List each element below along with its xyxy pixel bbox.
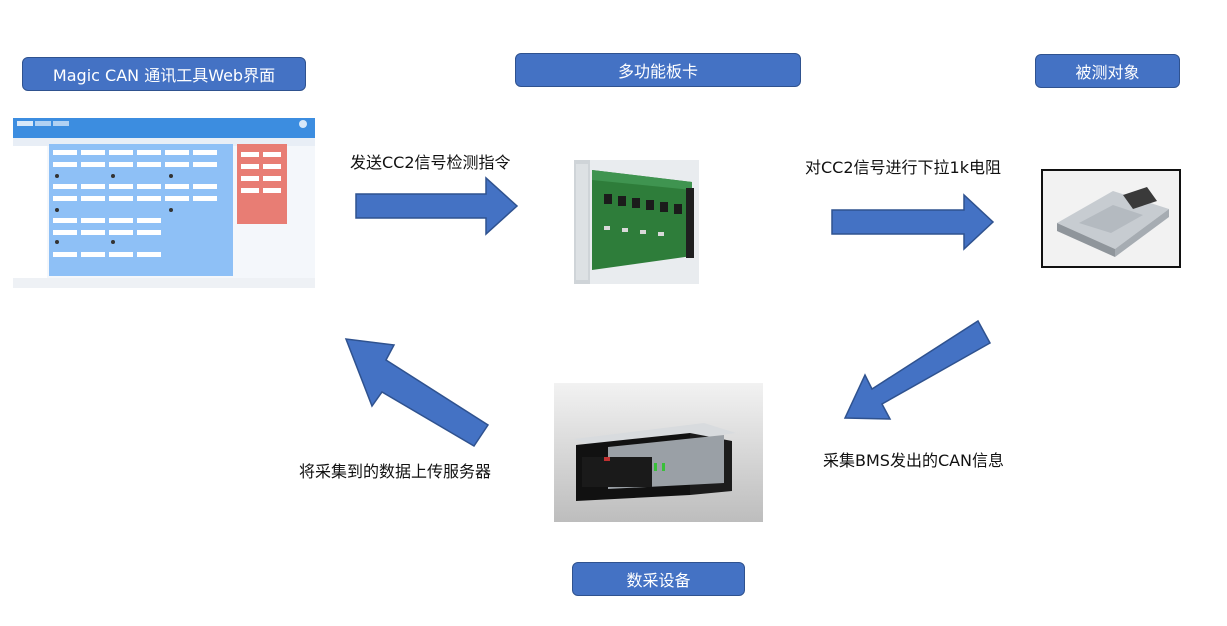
collect-can-caption: 采集BMS发出的CAN信息 — [823, 451, 1005, 470]
web-ui-screenshot — [13, 118, 315, 288]
pulldown-caption: 对CC2信号进行下拉1k电阻 — [805, 158, 1001, 177]
dut-label: 被测对象 — [1035, 54, 1180, 88]
arrow-up-left-upload-icon — [344, 338, 490, 448]
dut-module-image — [1041, 169, 1181, 268]
arrow-right-pulldown-icon — [831, 193, 995, 251]
arrow-down-left-collect-icon — [843, 319, 992, 420]
arrow-right-send-icon — [355, 176, 519, 236]
send-command-caption: 发送CC2信号检测指令 — [350, 153, 511, 172]
multifunction-board-image — [574, 160, 699, 284]
upload-caption: 将采集到的数据上传服务器 — [299, 462, 492, 481]
web-ui-label: Magic CAN 通讯工具Web界面 — [22, 57, 306, 91]
daq-label: 数采设备 — [572, 562, 745, 596]
board-label: 多功能板卡 — [515, 53, 801, 87]
daq-device-image — [554, 383, 763, 522]
